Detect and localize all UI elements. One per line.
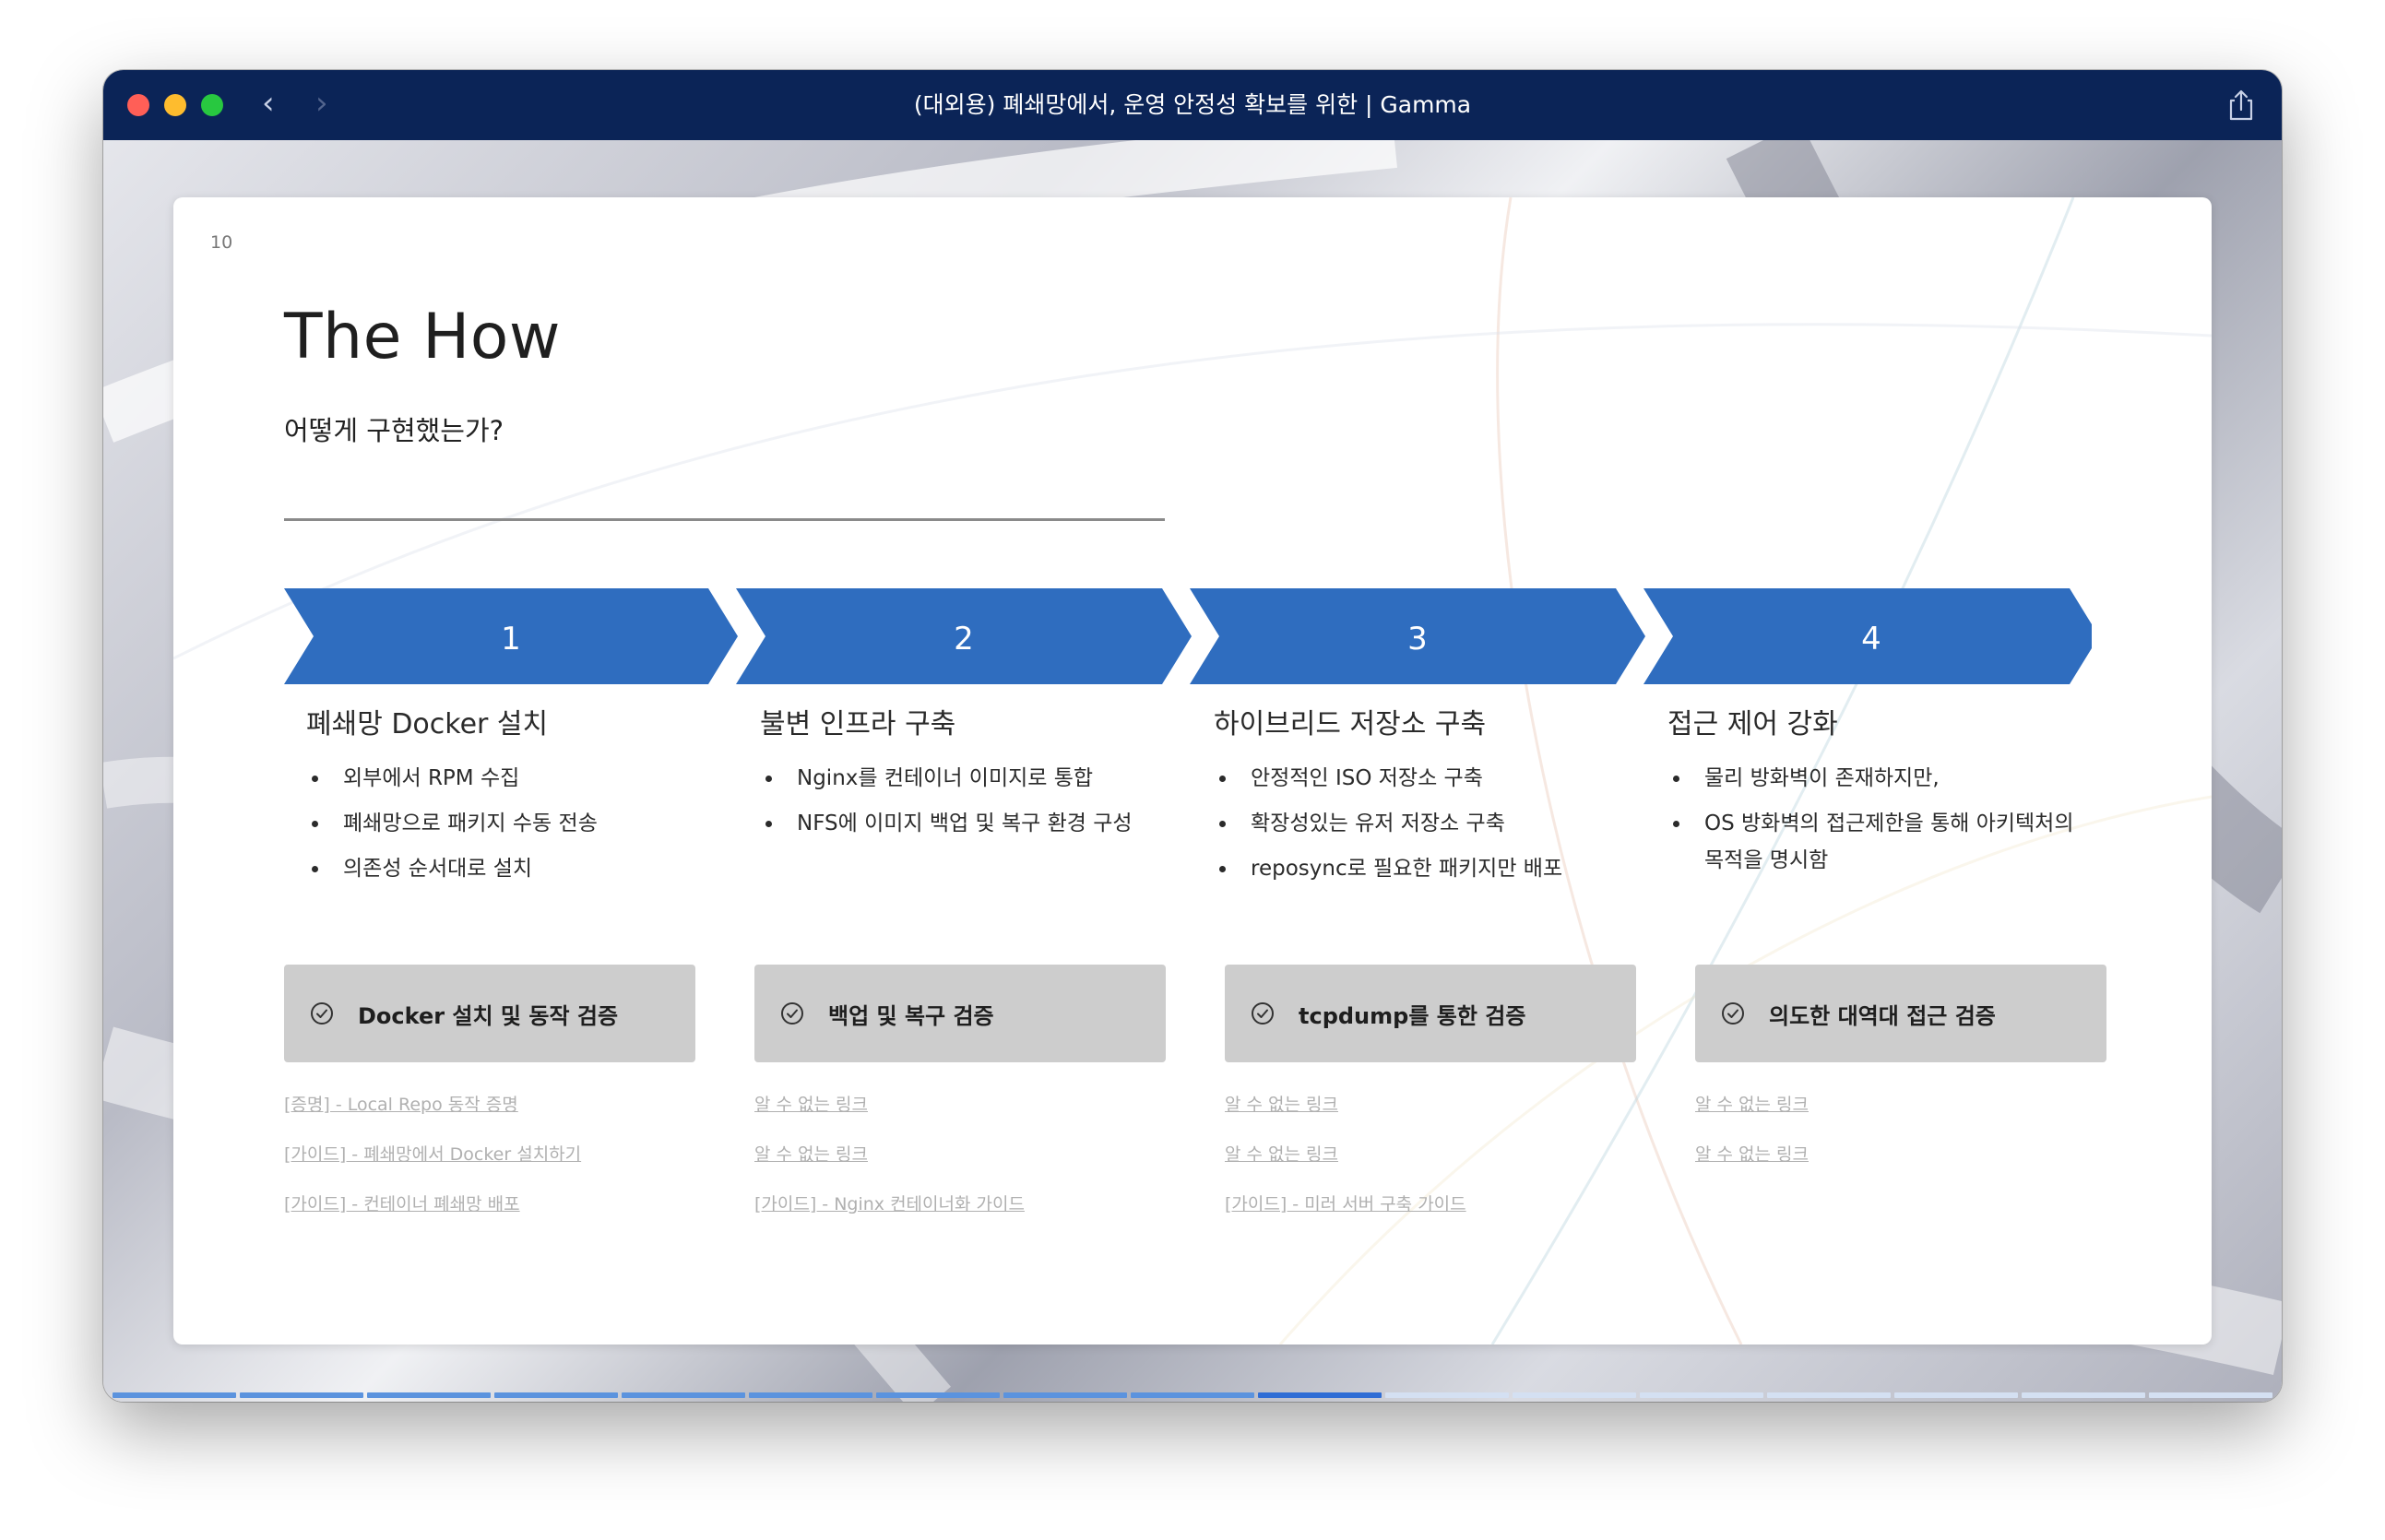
check-circle-icon [1252, 1002, 1274, 1025]
chevron-left-icon[interactable]: ‹ [262, 85, 275, 122]
unknown-link[interactable]: 알 수 없는 링크 [1695, 1095, 1809, 1115]
slide-card: 10 The How 어떻게 구현했는가? 1 2 3 4 폐쇄망 D [173, 197, 2212, 1345]
verification-box-1: Docker 설치 및 동작 검증 [284, 965, 695, 1062]
window-title: (대외용) 폐쇄망에서, 운영 안정성 확보를 위한 | Gamma [913, 91, 1472, 118]
step-3-bullet: reposync로 필요한 패키지만 배포 [1192, 850, 1625, 887]
step-1-title: 폐쇄망 Docker 설치 [306, 708, 549, 740]
verification-box-4: 의도한 대역대 접근 검증 [1695, 965, 2106, 1062]
step-chevrons: 1 2 3 4 [284, 588, 2092, 684]
progress-segment[interactable] [2022, 1392, 2145, 1398]
step-3-bullet: 안정적인 ISO 저장소 구축 [1192, 760, 1625, 797]
step-1-bullet: 외부에서 RPM 수집 [284, 760, 718, 797]
progress-segment[interactable] [2149, 1392, 2272, 1398]
progress-segment[interactable] [622, 1392, 745, 1398]
progress-segment[interactable] [876, 1392, 1000, 1398]
step-3-links: 알 수 없는 링크 알 수 없는 링크 [가이드] - 미러 서버 구축 가이드 [1225, 1094, 1658, 1243]
guide-link[interactable]: [가이드] - 미러 서버 구축 가이드 [1225, 1194, 1466, 1214]
share-icon[interactable] [2226, 89, 2256, 122]
step-3-bullet: 확장성있는 유저 저장소 구축 [1192, 805, 1625, 842]
unknown-link[interactable]: 알 수 없는 링크 [754, 1144, 868, 1165]
browser-window: ‹ › (대외용) 폐쇄망에서, 운영 안정성 확보를 위한 | Gamma 1… [103, 70, 2282, 1402]
chevron-step-2-number: 2 [954, 621, 974, 657]
progress-segment[interactable] [1385, 1392, 1509, 1398]
chevron-step-4-number: 4 [1861, 621, 1881, 657]
step-3-column: 하이브리드 저장소 구축 안정적인 ISO 저장소 구축 확장성있는 유저 저장… [1192, 701, 1625, 895]
step-2-title: 불변 인프라 구축 [760, 708, 956, 740]
step-1-column: 폐쇄망 Docker 설치 외부에서 RPM 수집 폐쇄망으로 패키지 수동 전… [284, 701, 718, 895]
chevron-right-icon[interactable]: › [315, 85, 328, 122]
step-1-bullet: 의존성 순서대로 설치 [284, 850, 718, 887]
step-2-column: 불변 인프라 구축 Nginx를 컨테이너 이미지로 통합 NFS에 이미지 백… [738, 701, 1171, 850]
unknown-link[interactable]: 알 수 없는 링크 [1695, 1144, 1809, 1165]
progress-segment[interactable] [1258, 1392, 1382, 1398]
verification-box-2: 백업 및 복구 검증 [754, 965, 1166, 1062]
chevron-step-1: 1 [284, 588, 738, 684]
step-4-title: 접근 제어 강화 [1667, 708, 1838, 740]
chevron-step-4: 4 [1643, 588, 2092, 684]
progress-segment[interactable] [494, 1392, 618, 1398]
check-circle-icon [311, 1002, 333, 1025]
minimize-window-button[interactable] [164, 94, 186, 116]
step-4-column: 접근 제어 강화 물리 방화벽이 존재하지만, OS 방화벽의 접근제한을 통해… [1645, 701, 2079, 887]
verification-label: 백업 및 복구 검증 [828, 1002, 994, 1029]
progress-segment[interactable] [1003, 1392, 1127, 1398]
heading-divider [284, 518, 1165, 521]
chevron-step-2: 2 [736, 588, 1192, 684]
step-2-bullet: Nginx를 컨테이너 이미지로 통합 [738, 760, 1171, 797]
guide-link[interactable]: [가이드] - 폐쇄망에서 Docker 설치하기 [284, 1144, 582, 1165]
step-2-bullets: Nginx를 컨테이너 이미지로 통합 NFS에 이미지 백업 및 복구 환경 … [738, 760, 1171, 842]
progress-segment[interactable] [1894, 1392, 2018, 1398]
chevron-step-3-number: 3 [1407, 621, 1428, 657]
progress-segment[interactable] [1640, 1392, 1763, 1398]
unknown-link[interactable]: 알 수 없는 링크 [1225, 1095, 1338, 1115]
progress-segment[interactable] [367, 1392, 491, 1398]
slide-subheading: 어떻게 구현했는가? [284, 415, 504, 446]
slide-decoration [173, 197, 2212, 1345]
step-3-bullets: 안정적인 ISO 저장소 구축 확장성있는 유저 저장소 구축 reposync… [1192, 760, 1625, 887]
verification-box-3: tcpdump를 통한 검증 [1225, 965, 1636, 1062]
chevron-step-1-number: 1 [501, 621, 521, 657]
guide-link[interactable]: [가이드] - Nginx 컨테이너화 가이드 [754, 1194, 1025, 1214]
slide-heading: The How [284, 301, 561, 373]
close-window-button[interactable] [127, 94, 149, 116]
step-3-title: 하이브리드 저장소 구축 [1214, 708, 1487, 740]
progress-segment[interactable] [1767, 1392, 1891, 1398]
chevron-step-3: 3 [1190, 588, 1645, 684]
progress-segment[interactable] [749, 1392, 872, 1398]
proof-link[interactable]: [증명] - Local Repo 동작 증명 [284, 1095, 518, 1115]
guide-link[interactable]: [가이드] - 컨테이너 폐쇄망 배포 [284, 1194, 520, 1214]
verification-label: tcpdump를 통한 검증 [1299, 1002, 1526, 1029]
check-circle-icon [781, 1002, 803, 1025]
title-bar: ‹ › (대외용) 폐쇄망에서, 운영 안정성 확보를 위한 | Gamma [103, 70, 2282, 140]
verification-label: 의도한 대역대 접근 검증 [1769, 1002, 1996, 1029]
check-circle-icon [1722, 1002, 1744, 1025]
zoom-window-button[interactable] [201, 94, 223, 116]
step-2-links: 알 수 없는 링크 알 수 없는 링크 [가이드] - Nginx 컨테이너화 … [754, 1094, 1188, 1243]
step-4-bullets: 물리 방화벽이 존재하지만, OS 방화벽의 접근제한을 통해 아키텍처의 목적… [1645, 760, 2079, 879]
step-1-links: [증명] - Local Repo 동작 증명 [가이드] - 폐쇄망에서 Do… [284, 1094, 718, 1243]
unknown-link[interactable]: 알 수 없는 링크 [754, 1095, 868, 1115]
step-1-bullet: 폐쇄망으로 패키지 수동 전송 [284, 805, 718, 842]
step-2-bullet: NFS에 이미지 백업 및 복구 환경 구성 [738, 805, 1171, 842]
step-4-links: 알 수 없는 링크 알 수 없는 링크 [1695, 1094, 2129, 1193]
verification-label: Docker 설치 및 동작 검증 [358, 1002, 619, 1029]
unknown-link[interactable]: 알 수 없는 링크 [1225, 1144, 1338, 1165]
progress-segment[interactable] [1513, 1392, 1636, 1398]
progress-segment[interactable] [113, 1392, 236, 1398]
slide-progress-bar[interactable] [113, 1392, 2272, 1398]
slide-page-number: 10 [210, 232, 233, 253]
progress-segment[interactable] [240, 1392, 363, 1398]
progress-segment[interactable] [1131, 1392, 1254, 1398]
step-4-bullet: 물리 방화벽이 존재하지만, [1645, 760, 2079, 797]
step-1-bullets: 외부에서 RPM 수집 폐쇄망으로 패키지 수동 전송 의존성 순서대로 설치 [284, 760, 718, 887]
step-4-bullet: OS 방화벽의 접근제한을 통해 아키텍처의 목적을 명시함 [1645, 805, 2079, 879]
